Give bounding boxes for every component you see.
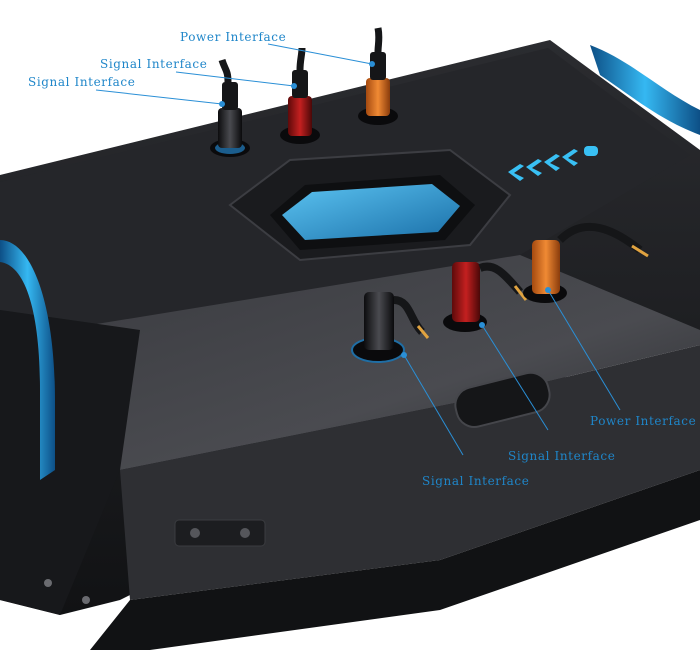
cabinet-body <box>0 40 700 650</box>
top-signal-connector-black <box>210 58 250 157</box>
label-top-signal-interface-black: Signal Interface <box>28 75 135 89</box>
label-top-signal-interface-red: Signal Interface <box>100 57 207 71</box>
top-power-connector-orange <box>358 27 398 125</box>
handle-slot <box>454 371 551 428</box>
bottom-signal-connector-black <box>351 292 430 363</box>
center-window <box>270 175 475 250</box>
callout-leaders-bottom <box>401 287 621 456</box>
bottom-latch <box>174 519 266 547</box>
label-top-power-interface: Power Interface <box>180 30 286 44</box>
label-bottom-signal-interface-black: Signal Interface <box>422 474 529 488</box>
bottom-signal-connector-red <box>443 262 528 332</box>
indicator-chevrons <box>508 146 598 181</box>
label-bottom-power-interface: Power Interface <box>590 414 696 428</box>
callout-leaders-top <box>95 43 375 107</box>
top-signal-connector-red <box>280 47 320 144</box>
bottom-power-connector-orange <box>523 222 649 303</box>
label-bottom-signal-interface-red: Signal Interface <box>508 449 615 463</box>
